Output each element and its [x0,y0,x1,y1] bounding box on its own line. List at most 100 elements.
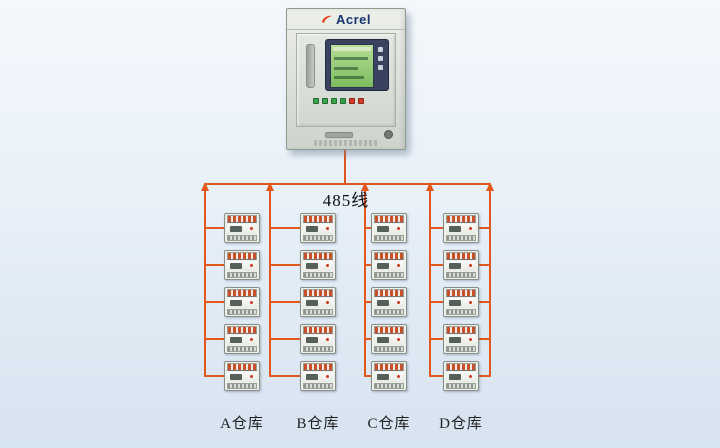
status-led [469,227,472,230]
meter-device [300,287,336,317]
terminal-strip-bottom [446,272,476,278]
brand-text: Acrel [335,11,372,27]
key-dot [378,47,383,52]
terminal-strip-bottom [303,346,333,352]
meter-device [224,361,260,391]
device-face [303,224,333,234]
status-led [397,227,400,230]
device-display [449,226,461,232]
device-display [377,263,389,269]
terminal-strip-bottom [227,235,257,241]
terminal-strip-top [303,363,333,371]
status-led [469,338,472,341]
indicator-button-red [349,98,355,104]
status-led [250,375,253,378]
terminal-strip-bottom [374,383,404,389]
acrel-logo-icon [321,15,332,23]
lcd-graph-line [334,76,364,79]
device-face [374,224,404,234]
indicator-button-green [322,98,328,104]
device-face [374,298,404,308]
terminal-strip-bottom [227,272,257,278]
door-buttons [313,98,364,104]
arrow-up-icon [266,182,274,191]
terminal-strip-top [374,326,404,334]
control-cabinet: Acrel [286,8,406,150]
device-face [446,335,476,345]
meter-device [443,361,479,391]
status-led [250,227,253,230]
warehouse-label: A仓库 [220,416,264,432]
warehouse-label: B仓库 [296,416,340,432]
terminal-strip-top [227,252,257,260]
device-display [230,226,242,232]
warehouse-label: D仓库 [439,416,483,432]
meter-device [224,213,260,243]
terminal-strip-bottom [446,235,476,241]
indicator-button-red [358,98,364,104]
device-face [374,261,404,271]
device-display [306,226,318,232]
terminal-strip-top [446,326,476,334]
device-display [306,263,318,269]
device-display [377,226,389,232]
terminal-strip-top [303,289,333,297]
terminal-strip-top [303,326,333,334]
status-led [397,301,400,304]
device-face [227,298,257,308]
status-led [469,301,472,304]
terminal-strip-bottom [374,272,404,278]
cabinet-header: Acrel [287,9,405,30]
status-led [326,227,329,230]
device-display [306,374,318,380]
indicator-slot [306,44,315,88]
lcd-screen [330,44,374,88]
terminal-strip-top [374,363,404,371]
status-led [250,264,253,267]
device-face [303,372,333,382]
door-handle [325,132,353,138]
indicator-button-green [340,98,346,104]
terminal-strip-bottom [227,346,257,352]
device-display [306,300,318,306]
terminal-strip-bottom [446,346,476,352]
device-display [449,300,461,306]
bus-485-label: 485线 [322,191,370,210]
device-display [230,263,242,269]
warehouse-label: C仓库 [367,416,411,432]
device-face [303,298,333,308]
device-display [449,263,461,269]
arrow-up-icon [426,182,434,191]
device-face [374,372,404,382]
cabinet-door [296,33,396,127]
key-dot [378,65,383,70]
status-led [397,375,400,378]
device-face [227,372,257,382]
meter-device [300,213,336,243]
status-led [250,301,253,304]
device-display [377,337,389,343]
lcd-graph-line [334,57,368,60]
device-face [303,261,333,271]
terminal-strip-bottom [303,309,333,315]
lcd-graph-line [334,67,358,70]
meter-device [371,361,407,391]
arrow-up-icon [486,182,494,191]
terminal-strip-top [227,363,257,371]
status-led [326,338,329,341]
terminal-strip-top [446,363,476,371]
meter-device [371,287,407,317]
device-display [449,337,461,343]
terminal-strip-bottom [303,272,333,278]
key-dot [378,56,383,61]
terminal-strip-top [303,252,333,260]
meter-device [300,361,336,391]
device-face [374,335,404,345]
device-face [446,372,476,382]
terminal-strip-top [227,215,257,223]
status-led [397,264,400,267]
terminal-strip-top [227,326,257,334]
terminal-strip-top [227,289,257,297]
lcd-header-line [333,47,371,51]
terminal-strip-bottom [374,309,404,315]
